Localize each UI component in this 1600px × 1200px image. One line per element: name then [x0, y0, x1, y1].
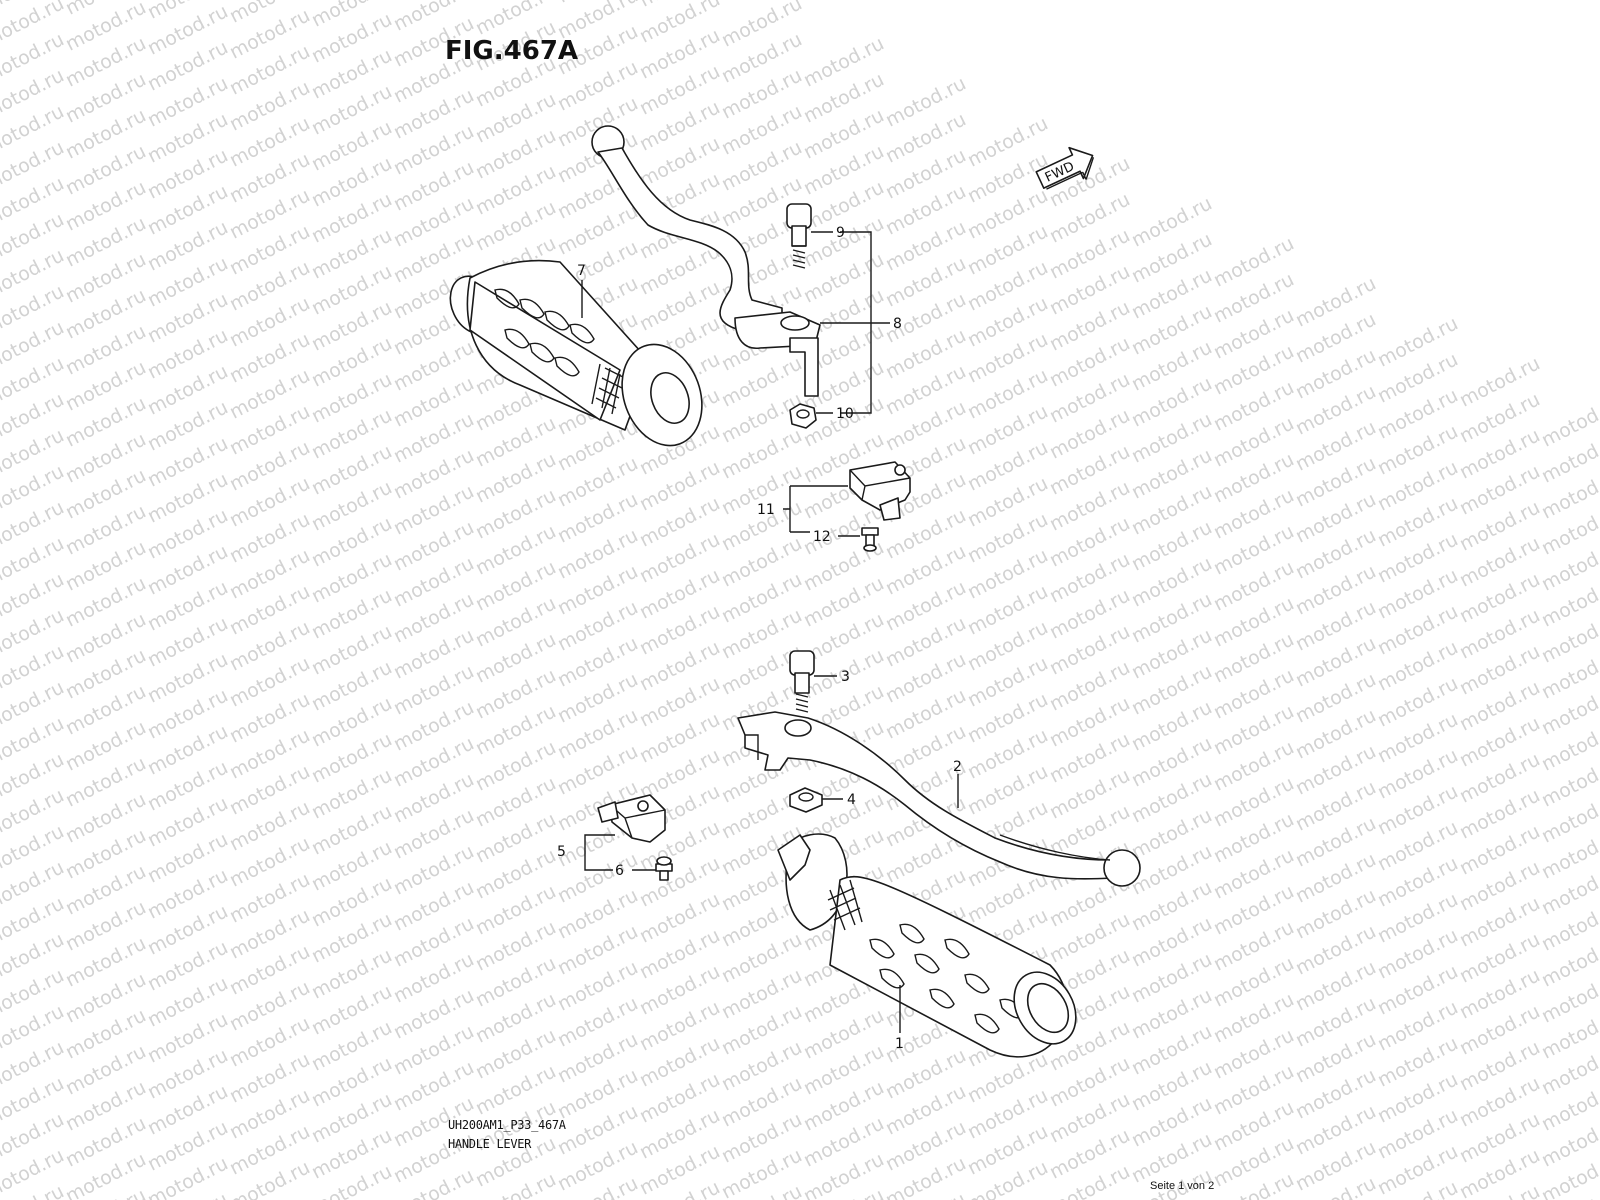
svg-text:5: 5 — [557, 844, 566, 860]
svg-text:2: 2 — [953, 759, 962, 775]
callout-4: 4 — [822, 792, 856, 808]
lever-pivot-nut — [789, 403, 817, 429]
lever-pivot-bolt — [786, 203, 812, 269]
callout-9: 9 — [811, 225, 845, 241]
callout-3: 3 — [814, 669, 850, 685]
callout-10: 10 — [816, 406, 854, 422]
svg-text:4: 4 — [847, 792, 856, 808]
callout-8: 8 — [820, 231, 902, 414]
callout-5: 5 — [557, 834, 615, 871]
clutch-lever — [591, 125, 821, 397]
throttle-grip — [777, 833, 1077, 1058]
left-handlebar-grip — [449, 259, 703, 447]
figure-title: FIG.467A — [445, 36, 579, 66]
callouts: 1 2 3 4 5 6 7 — [557, 225, 962, 1052]
brake-lever-bolt — [789, 650, 815, 713]
drawing-code: UH200AM1_P33_467A — [448, 1118, 566, 1132]
page-indicator: Seite 1 von 2 — [1150, 1180, 1215, 1192]
svg-text:7: 7 — [577, 263, 586, 279]
svg-text:1: 1 — [895, 1036, 904, 1052]
fwd-label: FWD — [1043, 159, 1077, 185]
svg-text:11: 11 — [757, 502, 775, 518]
svg-text:12: 12 — [813, 529, 831, 545]
svg-text:10: 10 — [836, 406, 854, 422]
brake-switch-screw — [655, 856, 673, 881]
front-brake-switch — [597, 794, 666, 843]
fwd-arrow-icon: FWD — [1035, 146, 1095, 190]
svg-text:9: 9 — [836, 225, 845, 241]
callout-6: 6 — [615, 863, 656, 879]
svg-text:6: 6 — [615, 863, 624, 879]
callout-2: 2 — [953, 759, 962, 808]
callout-12: 12 — [813, 529, 860, 545]
svg-text:8: 8 — [893, 316, 902, 332]
switch-screw — [861, 527, 879, 552]
drawing-name: HANDLE LEVER — [448, 1137, 532, 1151]
brake-lever — [737, 711, 1141, 887]
clutch-switch — [849, 461, 911, 521]
callout-7: 7 — [577, 263, 586, 318]
svg-text:3: 3 — [841, 669, 850, 685]
callout-11: 11 — [757, 485, 848, 533]
callout-1: 1 — [895, 985, 904, 1052]
brake-lever-nut — [789, 787, 823, 813]
